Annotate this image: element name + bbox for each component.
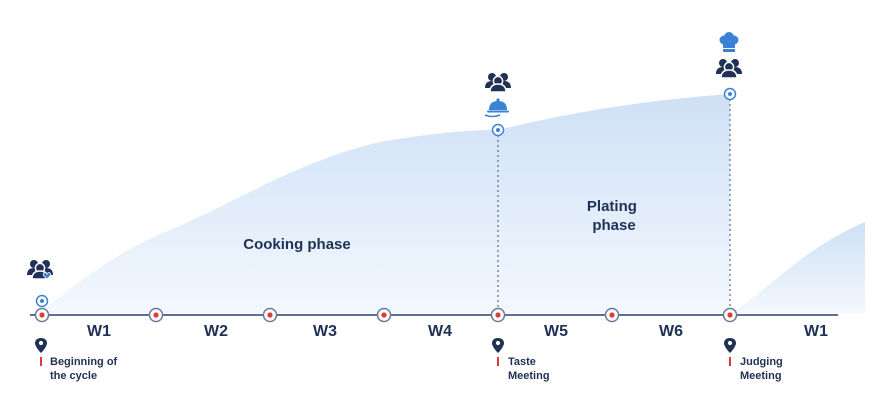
event-label-line: Judging bbox=[740, 356, 783, 368]
week-label: W6 bbox=[659, 323, 683, 340]
judging-peak-marker bbox=[723, 87, 737, 101]
chef-hat-icon bbox=[719, 32, 739, 52]
location-pin-icon bbox=[492, 338, 504, 353]
week-label: W2 bbox=[204, 323, 228, 340]
week-label: W1 bbox=[87, 323, 111, 340]
event-marker-bar bbox=[729, 357, 731, 366]
start-peak-marker bbox=[35, 294, 49, 308]
event-label-line: Meeting bbox=[508, 370, 550, 382]
week-label: W1 bbox=[804, 323, 828, 340]
location-pin-icon bbox=[724, 338, 736, 353]
timeline-marker bbox=[148, 307, 164, 323]
timeline-marker bbox=[34, 307, 50, 323]
event-label-line: the cycle bbox=[50, 370, 97, 382]
week-label: W4 bbox=[428, 323, 452, 340]
event-label-line: Taste bbox=[508, 356, 536, 368]
event-judging-meeting: Judging Meeting bbox=[724, 338, 786, 382]
serving-cloche-icon bbox=[484, 98, 509, 118]
location-pin-icon bbox=[35, 338, 47, 353]
event-label-line: Beginning of bbox=[50, 356, 118, 368]
event-taste-meeting: Taste Meeting bbox=[492, 338, 550, 382]
week-label: W5 bbox=[544, 323, 568, 340]
team-heart-icon bbox=[26, 259, 54, 280]
timeline-marker bbox=[490, 307, 506, 323]
plating-phase-label: Plating phase bbox=[587, 198, 641, 234]
event-marker-bar bbox=[497, 357, 499, 366]
timeline-marker bbox=[262, 307, 278, 323]
cooking-phase-label: Cooking phase bbox=[243, 236, 351, 253]
plating-phase-line1: Plating bbox=[587, 198, 637, 215]
event-label-judging: Judging Meeting bbox=[740, 356, 786, 382]
event-beginning: Beginning of the cycle bbox=[35, 338, 120, 382]
event-label-line: Meeting bbox=[740, 370, 782, 382]
timeline-marker bbox=[722, 307, 738, 323]
timeline-markers bbox=[34, 307, 738, 323]
week-label: W3 bbox=[313, 323, 337, 340]
team-icon bbox=[484, 72, 512, 93]
event-marker-bar bbox=[40, 357, 42, 366]
event-label-beginning: Beginning of the cycle bbox=[50, 356, 120, 382]
plating-phase-line2: phase bbox=[592, 217, 635, 234]
next-cycle-area bbox=[730, 222, 865, 313]
timeline-marker bbox=[376, 307, 392, 323]
team-icon bbox=[715, 58, 743, 79]
week-labels: W1 W2 W3 W4 W5 W6 W1 bbox=[87, 323, 828, 340]
taste-peak-marker bbox=[491, 123, 505, 137]
timeline-marker bbox=[604, 307, 620, 323]
progress-area bbox=[40, 94, 730, 313]
event-label-taste: Taste Meeting bbox=[508, 356, 550, 382]
